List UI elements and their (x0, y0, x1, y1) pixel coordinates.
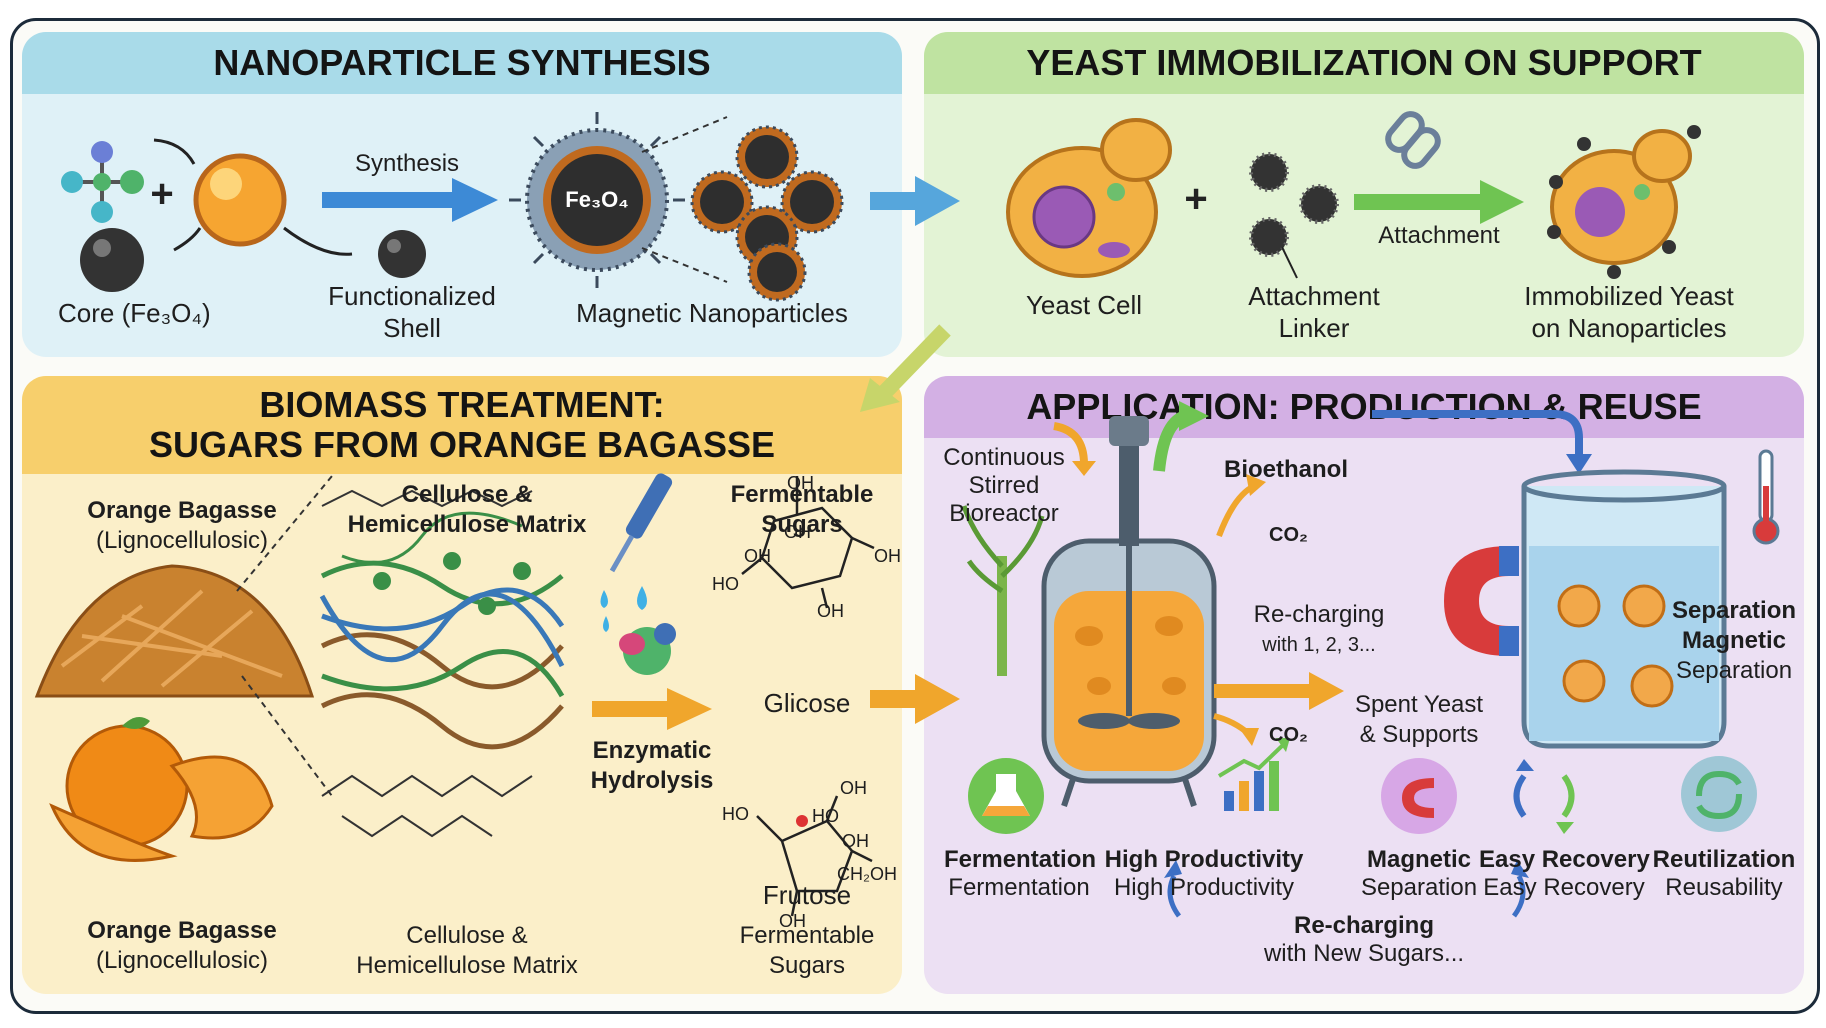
panel-biomass-treatment: BIOMASS TREATMENT:SUGARS FROM ORANGE BAG… (22, 376, 902, 994)
enzyme-icon (619, 623, 676, 675)
panel-yeast-immobilization: YEAST IMMOBILIZATION ON SUPPORT + (924, 32, 1804, 357)
label-fe3o4: Fe₃O₄ (565, 187, 629, 212)
sugarcane-icon (961, 505, 1045, 676)
fructose-structure (756, 795, 873, 917)
biomass-illustration (34, 473, 875, 917)
orange-fruit-icon (49, 717, 274, 862)
magnet-icon (1444, 546, 1519, 656)
chem-label: OH (840, 778, 867, 798)
label-fructose: Frutose (762, 880, 852, 910)
panel-application: APPLICATION: PRODUCTION & REUSE (924, 376, 1804, 994)
chem-label: CH₂OH (837, 864, 897, 884)
magnet-badge-icon (1381, 758, 1457, 834)
panel-title-biomass: BIOMASS TREATMENT:SUGARS FROM ORANGE BAG… (22, 376, 902, 474)
chem-label: OH (779, 911, 806, 931)
synthesis-illustration: + (61, 112, 844, 302)
application-illustration (961, 401, 1780, 918)
label-matrix-bottom: Cellulose &Hemicellulose Matrix (356, 922, 578, 979)
panel-title-application: APPLICATION: PRODUCTION & REUSE (924, 376, 1804, 438)
label-co2-top: CO₂ (1269, 524, 1308, 546)
molecule-icon (61, 141, 144, 223)
svg-text:+: + (1184, 177, 1207, 221)
core-sphere (80, 228, 144, 292)
magnetic-nanoparticle-icon (509, 112, 685, 288)
label-magnetic-nanoparticles: Magnetic Nanoparticles (576, 298, 848, 328)
bagasse-pile-icon (34, 564, 315, 698)
panel-title-immobilization: YEAST IMMOBILIZATION ON SUPPORT (924, 32, 1804, 94)
recovery-arrows-icon (1513, 759, 1575, 834)
label-bagasse-top: Orange Bagasse(Lignocellulosic) (87, 497, 277, 554)
glucose-structure (741, 476, 875, 609)
linker-particles-icon (1249, 152, 1339, 257)
label-co2-bottom: CO₂ (1269, 724, 1308, 746)
chem-label: OH (787, 473, 814, 493)
beaker-icon (1521, 469, 1727, 749)
label-glucose: Glicose (763, 688, 851, 718)
label-yeast-cell: Yeast Cell (1025, 290, 1143, 320)
chem-label: HO (722, 804, 749, 824)
immobilized-yeast-icon (1547, 125, 1701, 279)
panel-nanoparticle-synthesis: NANOPARTICLE SYNTHESIS + (22, 32, 902, 357)
label-bagasse-bottom: Orange Bagasse(Lignocellulosic) (87, 917, 277, 974)
chem-label: OH (784, 522, 811, 542)
shell-sphere (193, 153, 287, 247)
immobilization-illustration: + (1006, 111, 1701, 279)
label-attachment-arrow: Attachment (1378, 222, 1500, 249)
chem-label: OH (817, 601, 844, 621)
cellulose-matrix-icon (319, 489, 565, 838)
svg-text:+: + (150, 172, 173, 216)
chem-label: OH (744, 546, 771, 566)
panel-title-synthesis: NANOPARTICLE SYNTHESIS (22, 32, 902, 94)
label-core: Core (Fe₃O₄) (58, 298, 211, 328)
chain-link-icon (1385, 111, 1441, 169)
chem-label: OH (874, 546, 901, 566)
chem-label: OH (842, 831, 869, 851)
flask-icon (968, 758, 1044, 834)
dropper-icon (600, 473, 673, 632)
label-spent-yeast: Spent Yeast& Supports (1354, 691, 1484, 748)
growth-chart-icon (1217, 738, 1290, 811)
label-matrix-top: Cellulose &Hemicellulose Matrix (347, 481, 587, 538)
label-bioethanol: Bioethanol (1224, 456, 1348, 483)
yeast-cell-icon (1006, 118, 1172, 278)
chem-label: HO (812, 806, 839, 826)
chem-label: HO (712, 574, 739, 594)
nanoparticle-cluster-icon (690, 125, 844, 302)
recycle-icon (1681, 756, 1757, 832)
thermometer-icon (1752, 449, 1780, 545)
label-synthesis-arrow: Synthesis (354, 150, 460, 177)
bioreactor-icon (1041, 416, 1217, 807)
